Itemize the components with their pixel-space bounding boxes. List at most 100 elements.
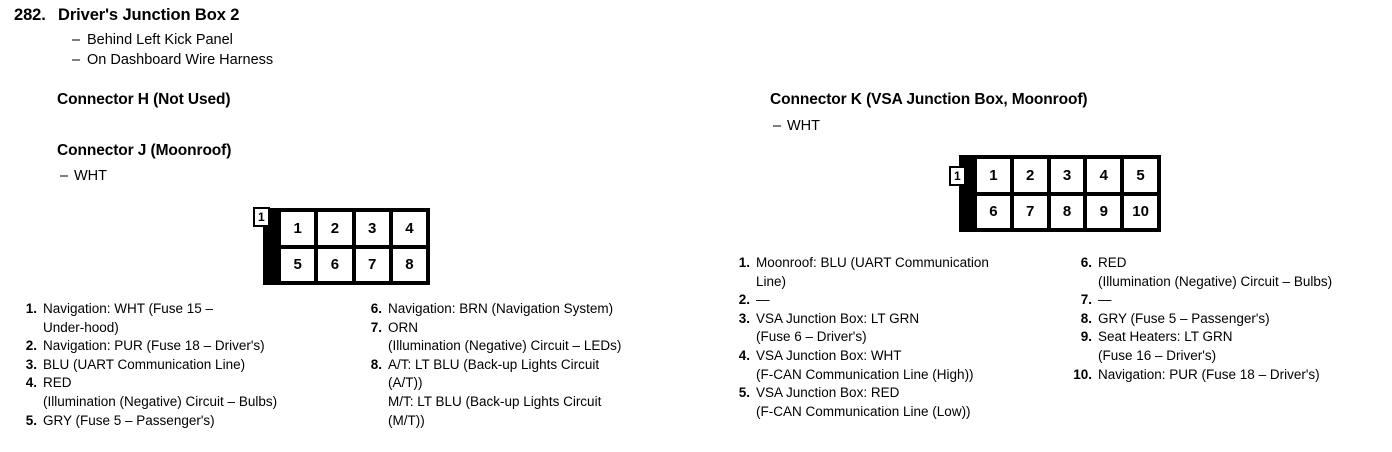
pin-description-item: 4. RED(Illumination (Negative) Circuit – … [17,374,357,411]
pin-number: 1. [25,301,37,316]
connector-j-pin-row: 1 2 3 4 [281,212,426,245]
pin-description-text: — [756,291,1048,310]
location-item: –On Dashboard Wire Harness [72,50,614,70]
pin-cell: 7 [355,248,389,281]
pin-description-line: Seat Heaters: LT GRN [1098,329,1233,345]
connector-h-heading: Connector H (Not Used) [57,91,231,108]
pin-description-line: Navigation: PUR (Fuse 18 – Driver's) [1098,366,1320,382]
pin-cell: 8 [1050,195,1084,228]
pin-cell: 1 [977,159,1010,192]
pin-description-item: 5. VSA Junction Box: RED(F-CAN Communicat… [730,384,1048,421]
pin-description-text: ORN(Illumination (Negative) Circuit – LE… [388,319,692,356]
pin-cell: 2 [1013,159,1047,192]
pin-cell: 6 [318,248,352,281]
pin-description-line: (M/T)) [388,412,425,428]
pin-description-line: Moonroof: BLU (UART Communication [756,255,989,270]
pin-description-item: 1. Navigation: WHT (Fuse 15 –Under-hood) [17,300,357,337]
pin-description-item: 8. A/T: LT BLU (Back-up Lights Circuit(A/… [362,356,692,430]
pin-description-line: (Illumination (Negative) Circuit – Bulbs… [43,393,278,409]
connector-j-pin-list-column-b: 6.Navigation: BRN (Navigation System)7. O… [362,300,692,430]
connector-j-pin-row: 5 6 7 8 [281,248,426,281]
pin-number: 2. [738,292,750,308]
location-label: On Dashboard Wire Harness [87,52,274,68]
pin-number: 6. [1080,255,1092,270]
pin-description-item: 10. Navigation: PUR (Fuse 18 – Driver's) [1065,366,1385,385]
pin-cell: 6 [977,195,1010,228]
pin-cell: 2 [318,212,352,245]
pin-description-text: VSA Junction Box: RED(F-CAN Communicatio… [756,384,1048,421]
pin-description-line: RED [1098,255,1127,270]
pin-number: 5. [25,412,37,428]
pin-number: 10. [1073,366,1092,382]
pin-number: 4. [25,375,37,391]
connector-j-heading: Connector J (Moonroof) [57,142,232,159]
pin-number: 4. [738,347,750,363]
pin-description-line: VSA Junction Box: WHT [756,347,902,363]
pin-description-text: RED(Illumination (Negative) Circuit – Bu… [43,374,357,411]
connector-j-diagram: 1 2 3 4 5 6 7 8 [263,208,430,285]
section-title: Driver's Junction Box 2 [58,6,240,24]
pin-description-text: Navigation: BRN (Navigation System) [388,300,692,319]
pin-number: 8. [370,356,382,372]
pin-number: 7. [370,319,382,335]
pin-description-item: 8.GRY (Fuse 5 – Passenger's) [1065,310,1385,329]
pin-cell: 8 [392,248,426,281]
pin-description-line: GRY (Fuse 5 – Passenger's) [43,412,215,428]
pin-description-line: BLU (UART Communication Line) [43,356,246,372]
pin-description-item: 2. Navigation: PUR (Fuse 18 – Driver's) [17,337,357,356]
pin-description-item: 7.— [1065,291,1385,310]
pin-description-item: 6.RED(Illumination (Negative) Circuit – … [1065,254,1385,291]
connector-k-pin-row: 6 7 8 9 10 [977,195,1157,228]
location-label: Behind Left Kick Panel [87,32,233,48]
pin-cell: 7 [1013,195,1047,228]
pin-cell: 4 [392,212,426,245]
connector-k-pin-grid: 1 2 3 4 5 6 7 8 9 10 [977,155,1161,232]
pin-description-line: (F-CAN Communication Line (Low)) [756,403,971,419]
connector-k-pin-row: 1 2 3 4 5 [977,159,1157,192]
pin-description-item: 9. Seat Heaters: LT GRN (Fuse 16 – Driver'… [1065,328,1385,365]
pin-description-item: 5. GRY (Fuse 5 – Passenger's) [17,412,357,431]
connector-j-wire-color: –WHT [60,168,107,184]
location-item: –Behind Left Kick Panel [72,30,614,50]
pin-description-line: — [1098,292,1112,308]
pin-description-text: A/T: LT BLU (Back-up Lights Circuit(A/T)… [388,356,692,430]
pin-description-text: VSA Junction Box: WHT(F-CAN Communicatio… [756,347,1048,384]
pin-cell: 5 [281,248,315,281]
pin-description-line: (Fuse 16 – Driver's) [1098,347,1217,363]
page-header: 282. Driver's Junction Box 2 –Behind Lef… [14,6,614,70]
pin-description-item: 6.Navigation: BRN (Navigation System) [362,300,692,319]
pin-cell: 1 [281,212,315,245]
pin-description-line: VSA Junction Box: LT GRN [756,310,920,326]
connector-k-pin-list-column-b: 6.RED(Illumination (Negative) Circuit – … [1065,254,1385,384]
pin-description-item: 3.VSA Junction Box: LT GRN(Fuse 6 – Driv… [730,310,1048,347]
pin-description-text: Navigation: WHT (Fuse 15 –Under-hood) [43,300,357,337]
dash-bullet-icon: – [72,32,81,48]
wire-color-label: WHT [74,168,108,184]
connector-k-wire-color: –WHT [773,118,820,134]
dash-bullet-icon: – [72,52,81,68]
pin-number: 2. [25,338,37,354]
pin-description-line: (Fuse 6 – Driver's) [756,329,867,345]
pin-description-text: Seat Heaters: LT GRN (Fuse 16 – Driver's) [1098,328,1385,365]
page-title: 282. Driver's Junction Box 2 [14,6,614,25]
pin-cell: 3 [1050,159,1084,192]
pin-description-text: GRY (Fuse 5 – Passenger's) [1098,310,1385,329]
pin-description-line: Navigation: WHT (Fuse 15 – [43,301,214,316]
pin-description-line: Navigation: BRN (Navigation System) [388,301,614,316]
dash-bullet-icon: – [773,118,782,134]
connector-j-pin-list-column-a: 1.Navigation: WHT (Fuse 15 –Under-hood)2… [17,300,357,430]
pin-description-line: Navigation: PUR (Fuse 18 – Driver's) [43,338,265,354]
pin-number: 9. [1080,329,1092,345]
pin-number: 5. [738,385,750,401]
connector-j-tab [263,208,281,285]
pin-description-line: ORN [388,319,418,335]
pin-description-text: — [1098,291,1385,310]
pin-description-line: — [756,292,770,308]
pin-cell: 9 [1087,195,1121,228]
section-number: 282. [14,6,46,24]
connector-k-diagram: 1 2 3 4 5 6 7 8 9 10 [959,155,1161,232]
pin-description-item: 2. — [730,291,1048,310]
pin-number: 3. [25,356,37,372]
